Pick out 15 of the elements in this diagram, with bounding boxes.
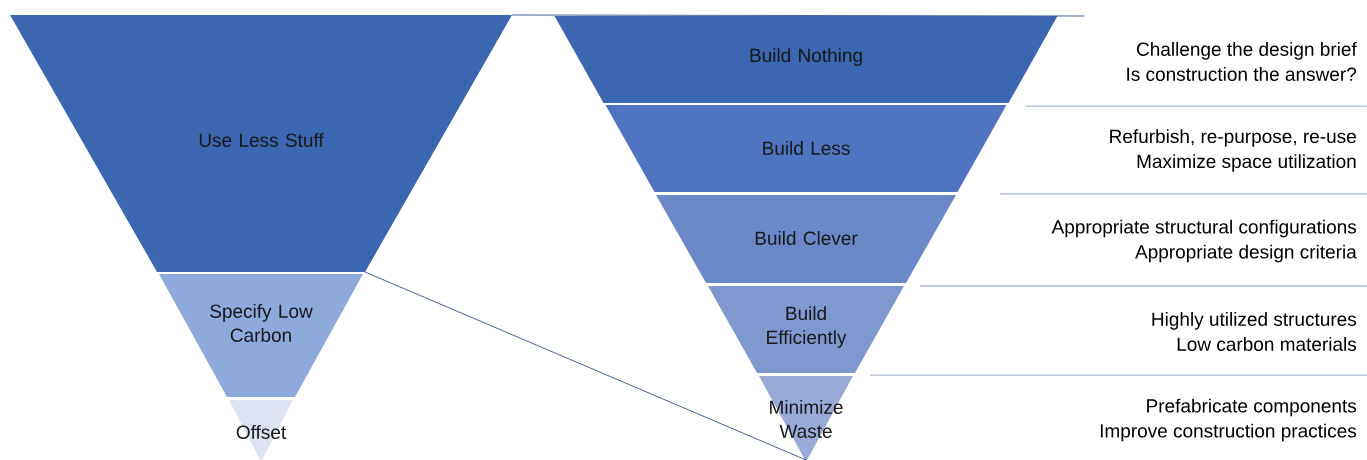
- funnel-band: Build Efficiently: [708, 286, 904, 373]
- zoom-line: [364, 271, 807, 460]
- funnel-band: Build Clever: [656, 195, 956, 283]
- description-text: Challenge the design brief Is construction the answer?: [1127, 42, 1357, 81]
- funnel-band: Build Nothing: [554, 16, 1058, 103]
- funnel-band: Build Less: [605, 105, 1007, 192]
- description-text: Appropriate structural configurations Appropriate design criteria: [1051, 219, 1357, 263]
- funnel-band: Minimize Waste: [759, 376, 853, 460]
- zoom-line: [511, 14, 1085, 17]
- description-text: Prefabricate components Improve construction practices: [1100, 398, 1357, 442]
- description-text: Highly utilized structures Low carbon materials: [1152, 312, 1357, 351]
- funnel-band: Use Less Stuff: [10, 15, 512, 272]
- funnel-band: Specify Low Carbon: [159, 274, 363, 397]
- description-text: Refurbish, re-purpose, re-use Maximize space utilization: [1110, 129, 1356, 172]
- funnel-band: Offset: [229, 400, 293, 460]
